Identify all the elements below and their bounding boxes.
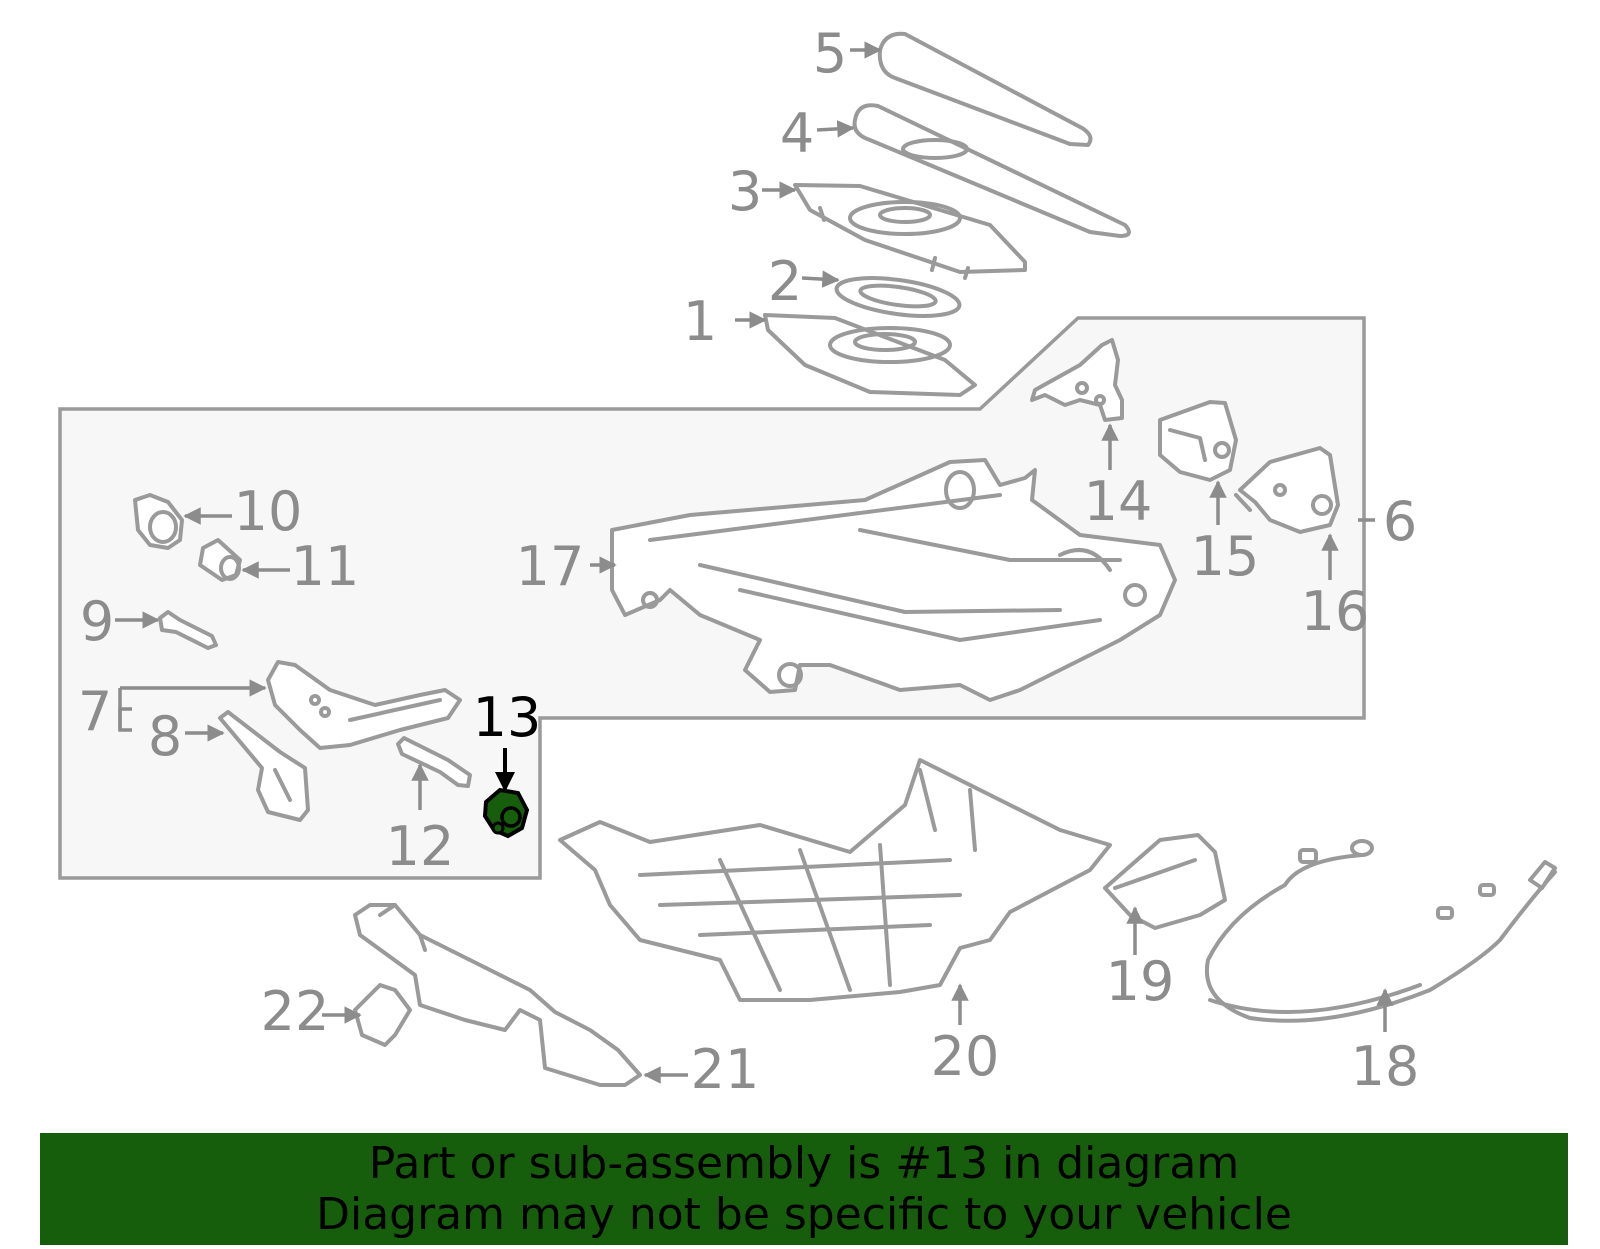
part-5-trim-cover — [877, 31, 1093, 147]
callout-21: 21 — [691, 1038, 760, 1101]
part-1-base-plate — [763, 313, 977, 397]
callout-17: 17 — [516, 535, 585, 598]
callout-2: 2 — [768, 250, 802, 313]
leader-lines — [115, 41, 1394, 1084]
part-8-track-arm — [218, 710, 310, 822]
callout-14: 14 — [1084, 470, 1153, 533]
callout-3: 3 — [728, 160, 762, 223]
callout-16: 16 — [1301, 580, 1370, 643]
callout-22: 22 — [261, 980, 330, 1043]
part-20-cushion-pan — [558, 758, 1112, 1002]
callout-12: 12 — [386, 815, 455, 878]
callout-13-highlighted: 13 — [473, 686, 542, 749]
part-15-motor-bracket — [1158, 400, 1238, 482]
banner-line-disclaimer: Diagram may not be specific to your vehi… — [316, 1189, 1292, 1240]
part-2-ring — [834, 276, 962, 318]
callout-1: 1 — [683, 290, 717, 353]
part-21-side-cover — [353, 903, 642, 1087]
part-16-motor-housing — [1234, 446, 1340, 534]
part-11-sleeve — [198, 538, 242, 582]
part-13-highlighted-bushing — [482, 787, 530, 839]
callout-4: 4 — [780, 102, 814, 165]
callout-5: 5 — [813, 22, 847, 85]
callout-9: 9 — [80, 590, 114, 653]
part-9-bolt — [158, 610, 218, 650]
part-4-trim-panel — [852, 103, 1131, 238]
part-14-hinge-bracket — [1030, 338, 1124, 422]
callout-10: 10 — [234, 480, 303, 543]
callout-15: 15 — [1191, 525, 1260, 588]
part-12-pin — [396, 736, 472, 788]
callout-11: 11 — [291, 535, 360, 598]
callout-7: 7 — [78, 680, 112, 743]
part-17-seat-frame — [610, 458, 1177, 702]
callout-8: 8 — [148, 705, 182, 768]
part-22-cap — [353, 983, 412, 1047]
part-18-wiring-harness — [1204, 839, 1557, 1023]
callout-18: 18 — [1351, 1035, 1420, 1098]
callout-20: 20 — [931, 1025, 1000, 1088]
part-10-bushing-bracket — [133, 493, 184, 550]
info-banner: Part or sub-assembly is #13 in diagram D… — [40, 1133, 1568, 1245]
banner-line-part-number: Part or sub-assembly is #13 in diagram — [368, 1138, 1240, 1189]
part-7-track-bracket — [266, 660, 462, 750]
callout-19: 19 — [1106, 950, 1175, 1013]
callout-6: 6 — [1383, 490, 1417, 553]
part-19-storage-tray — [1103, 833, 1227, 930]
part-3-upper-bracket — [793, 183, 1027, 280]
